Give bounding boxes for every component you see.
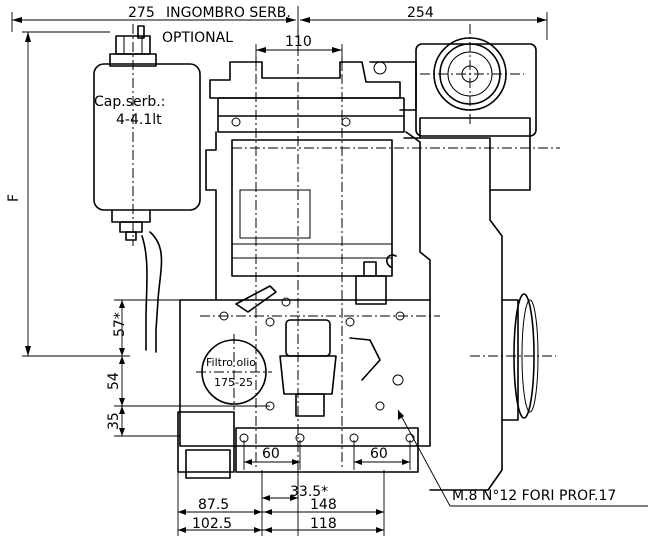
dim-F-label: F <box>6 194 22 202</box>
dim-87-5-label: 87.5 <box>198 497 229 513</box>
dimension-F <box>22 31 130 357</box>
dim-275-label: 275 <box>128 5 155 21</box>
oil-filter <box>196 334 272 410</box>
bottom-dimensions <box>177 440 411 536</box>
top-dimension-lines <box>11 6 548 70</box>
centre-lines <box>200 28 560 500</box>
dim-148-label: 148 <box>310 497 337 513</box>
dim-54-label: 54 <box>106 372 122 390</box>
dim-35-label: 35 <box>106 412 122 430</box>
engine-block <box>177 61 431 479</box>
cap-serb-label: Cap.serb.: <box>94 94 165 110</box>
left-side-dimensions <box>114 299 270 437</box>
optional-label: OPTIONAL <box>162 30 233 46</box>
fori-leader <box>397 409 648 507</box>
dim-254-label: 254 <box>407 5 434 21</box>
dim-102-5-label: 102.5 <box>192 516 232 532</box>
dim-118-label: 118 <box>310 516 337 532</box>
filtro-code-label: 175-25 <box>214 376 253 389</box>
dim-60-left-label: 60 <box>262 446 280 462</box>
cap-value-label: 4-4.1lt <box>116 112 162 128</box>
fan-pulley <box>420 24 524 124</box>
injection-pump <box>235 254 397 417</box>
dim-57-label: 57* <box>112 312 128 337</box>
side-pulley <box>470 293 556 421</box>
dim-33-5-label: 33.5* <box>290 484 328 500</box>
dim-60-right-label: 60 <box>370 446 388 462</box>
fuel-line <box>149 231 163 353</box>
ingombro-label: INGOMBRO SERB. <box>166 5 291 21</box>
filtro-olio-label: Filtro olio <box>206 356 256 369</box>
flywheel-housing <box>369 43 537 491</box>
fori-note-label: M.8 N°12 FORI PROF.17 <box>452 488 616 504</box>
fuel-tank <box>93 24 201 246</box>
